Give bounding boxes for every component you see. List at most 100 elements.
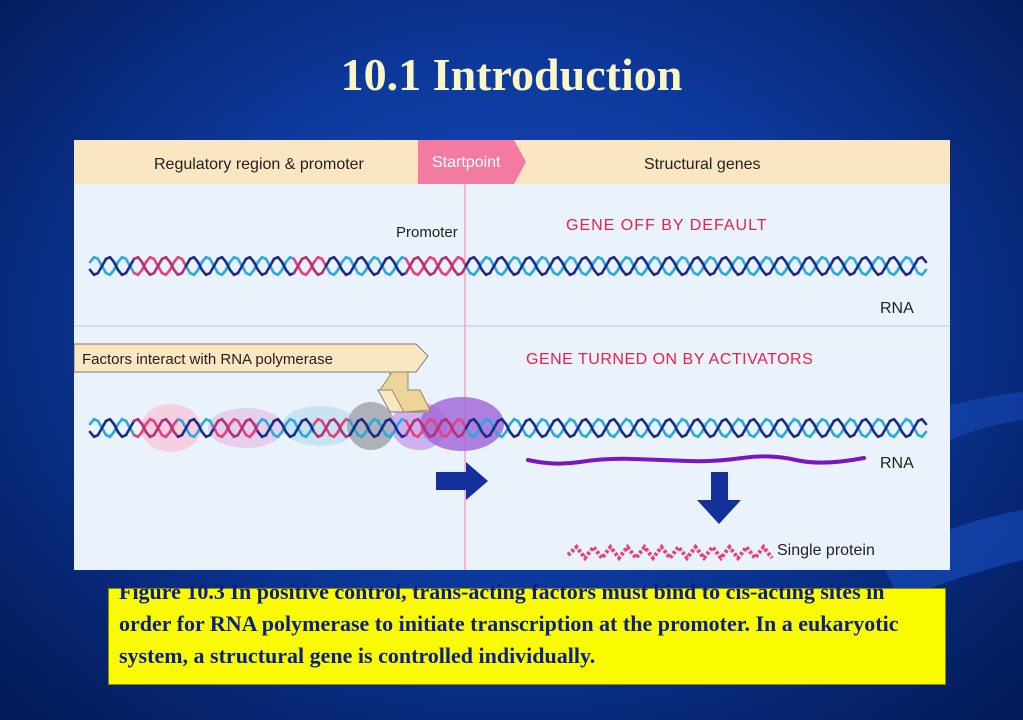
dna-segment: [348, 264, 356, 275]
dna-segment: [920, 255, 928, 264]
dna-segment: [180, 426, 188, 437]
dna-segment: [912, 257, 920, 268]
dna-segment: [728, 422, 736, 434]
dna-segment: [768, 426, 776, 437]
dna-segment: [544, 426, 552, 437]
dna-segment: [212, 257, 220, 268]
dna-segment: [236, 426, 244, 437]
dna-segment: [908, 264, 916, 275]
dna-segment: [660, 257, 668, 268]
dna-segment: [196, 260, 204, 272]
dna-segment: [464, 257, 472, 268]
dna-segment: [240, 419, 248, 430]
dna-segment: [324, 257, 332, 268]
dna-segment: [544, 264, 552, 275]
rna-label-bottom: RNA: [880, 455, 914, 472]
dna-segment: [492, 257, 500, 268]
dna-segment: [588, 422, 596, 434]
dna-segment: [684, 264, 692, 275]
dna-segment: [880, 264, 888, 275]
dna-segment: [712, 264, 720, 275]
dna-segment: [268, 257, 276, 268]
dna-segment: [96, 264, 104, 275]
dna-segment: [756, 422, 764, 434]
dna-segment: [460, 264, 468, 275]
dna-segment: [432, 264, 440, 275]
dna-segment: [420, 422, 428, 434]
dna-segment: [408, 419, 416, 430]
dna-segment: [436, 419, 444, 430]
dna-segment: [140, 260, 148, 272]
dna-segment: [560, 422, 568, 434]
dna-segment: [656, 426, 664, 437]
dna-segment: [796, 264, 804, 275]
dna-segment: [920, 430, 928, 439]
dna-segment: [252, 422, 260, 434]
dna-segment: [336, 260, 344, 272]
dna-segment: [324, 419, 332, 430]
dna-segment: [632, 419, 640, 430]
dna-segment: [236, 264, 244, 275]
dna-segment: [856, 419, 864, 430]
dna-segment: [488, 264, 496, 275]
rna-label-top: RNA: [880, 300, 914, 317]
dna-segment: [124, 264, 132, 275]
dna-segment: [896, 260, 904, 272]
dna-segment: [824, 426, 832, 437]
dna-segment: [600, 264, 608, 275]
dna-segment: [252, 260, 260, 272]
dna-helix-top: [88, 255, 928, 277]
dna-segment: [548, 419, 556, 430]
dna-segment: [408, 257, 416, 268]
dna-segment: [448, 422, 456, 434]
dna-segment: [348, 426, 356, 437]
dna-segment: [516, 264, 524, 275]
dna-segment: [152, 426, 160, 437]
dna-segment: [812, 422, 820, 434]
dna-segment: [264, 426, 272, 437]
dna-segment: [616, 260, 624, 272]
dna-segment: [716, 257, 724, 268]
protein-label: Single protein: [777, 542, 875, 559]
dna-segment: [784, 422, 792, 434]
gene-off-label: GENE OFF BY DEFAULT: [566, 217, 768, 234]
dna-segment: [504, 422, 512, 434]
dna-segment: [744, 257, 752, 268]
dna-segment: [292, 426, 300, 437]
dna-segment: [196, 422, 204, 434]
dna-segment: [224, 260, 232, 272]
dna-segment: [532, 422, 540, 434]
dna-segment: [884, 419, 892, 430]
dna-segment: [336, 422, 344, 434]
dna-segment: [800, 257, 808, 268]
dna-segment: [772, 257, 780, 268]
dna-segment: [308, 422, 316, 434]
dna-segment: [828, 419, 836, 430]
dna-segment: [168, 260, 176, 272]
dna-segment: [156, 419, 164, 430]
dna-segment: [516, 426, 524, 437]
dna-segment: [240, 257, 248, 268]
dna-segment: [756, 260, 764, 272]
dna-segment: [672, 260, 680, 272]
dna-segment: [404, 264, 412, 275]
dna-segment: [152, 264, 160, 275]
dna-segment: [572, 264, 580, 275]
dna-segment: [464, 419, 472, 430]
dna-segment: [884, 257, 892, 268]
dna-segment: [740, 426, 748, 437]
dna-segment: [420, 260, 428, 272]
translation-arrow: [697, 472, 741, 524]
dna-segment: [352, 257, 360, 268]
dna-segment: [600, 426, 608, 437]
dna-segment: [504, 260, 512, 272]
callout-text: Factors interact with RNA polymerase: [82, 351, 333, 368]
figure-canvas: Regulatory region & promoter Startpoint …: [74, 140, 950, 570]
dna-segment: [184, 419, 192, 430]
callout-box: [74, 343, 431, 413]
dna-segment: [532, 260, 540, 272]
dna-segment: [404, 426, 412, 437]
dna-segment: [700, 422, 708, 434]
dna-segment: [208, 426, 216, 437]
